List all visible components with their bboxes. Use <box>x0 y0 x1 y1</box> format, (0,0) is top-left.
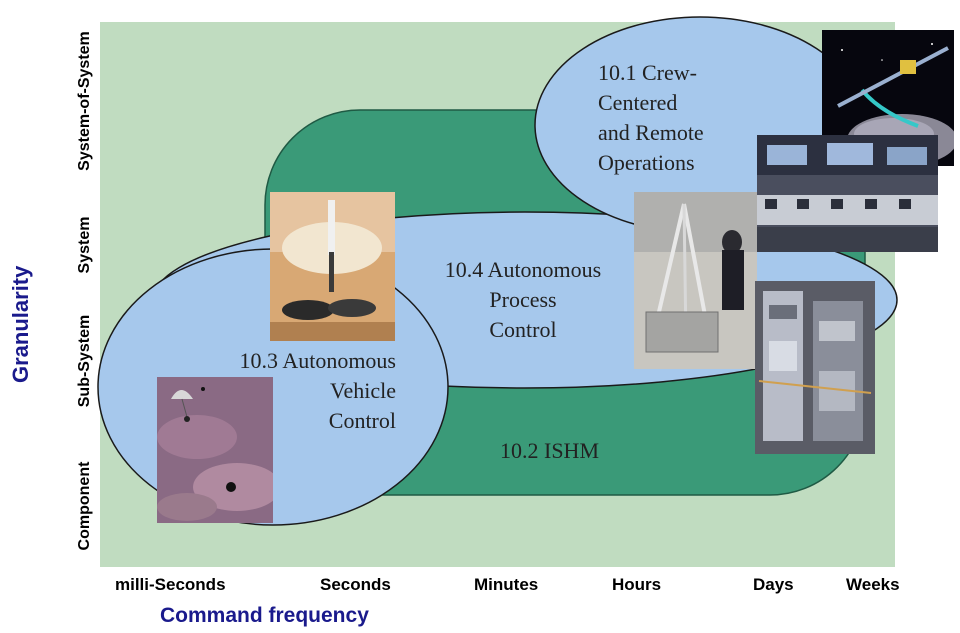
crew-label-line4: Operations <box>598 150 695 175</box>
crew-label-line1: 10.1 Crew- <box>598 60 697 85</box>
vehicle-label-line2: Vehicle <box>330 378 396 403</box>
x-tick-milli-seconds: milli-Seconds <box>115 575 226 594</box>
lander-photo <box>270 192 395 341</box>
crew-operations-label: 10.1 Crew- Centered and Remote Operation… <box>598 58 704 178</box>
rack-hardware-photo <box>755 281 875 454</box>
process-control-label: 10.4 Autonomous Process Control <box>418 255 628 345</box>
y-tick-system-of-system: System-of-System <box>76 31 93 171</box>
crew-label-line3: and Remote <box>598 120 704 145</box>
x-tick-seconds: Seconds <box>320 575 391 594</box>
y-tick-sub-system: Sub-System <box>76 314 93 408</box>
crew-label-line2: Centered <box>598 90 678 115</box>
vehicle-label-line3: Control <box>328 408 396 433</box>
x-tick-days: Days <box>753 575 794 594</box>
ishm-label: 10.2 ISHM <box>500 438 600 463</box>
vehicle-label-line1: 10.3 Autonomous <box>239 348 396 373</box>
process-label-line2: Process <box>489 287 557 312</box>
x-tick-minutes: Minutes <box>474 575 539 594</box>
parachute-descent-photo <box>157 377 273 523</box>
y-axis-title: Granularity <box>8 265 33 383</box>
vehicle-control-label: 10.3 Autonomous Vehicle Control <box>186 346 396 436</box>
mission-control-photo <box>757 135 938 252</box>
x-tick-weeks: Weeks <box>846 575 900 594</box>
x-tick-hours: Hours <box>612 575 662 594</box>
x-axis-title: Command frequency <box>160 604 369 627</box>
y-tick-component: Component <box>76 461 93 551</box>
field-tripod-photo <box>634 192 757 369</box>
process-label-line3: Control <box>489 317 557 342</box>
process-label-line1: 10.4 Autonomous <box>444 257 602 282</box>
